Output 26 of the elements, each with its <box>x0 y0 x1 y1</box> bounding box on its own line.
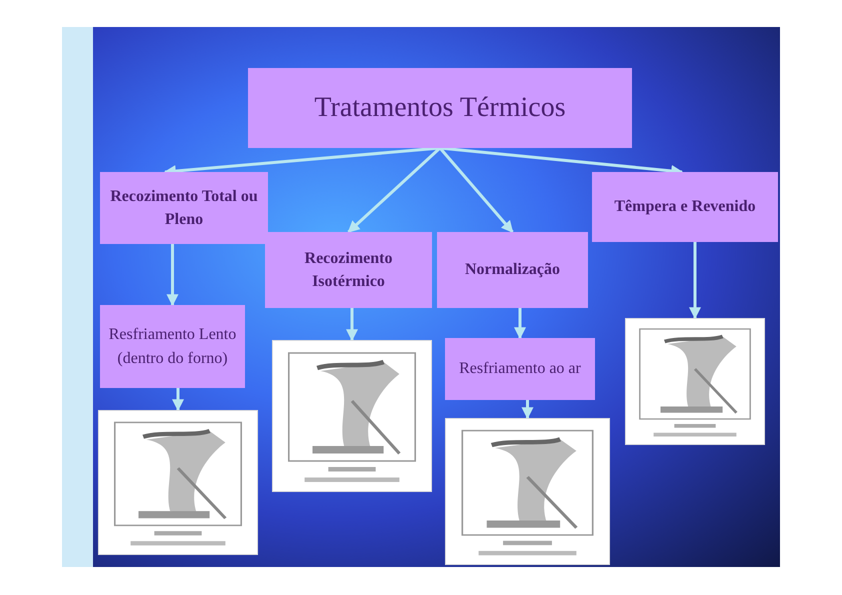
process-box <box>265 232 432 308</box>
arrow <box>689 242 701 320</box>
picture <box>625 318 765 445</box>
heading: Tratamentos Térmicos <box>314 90 566 125</box>
arrow <box>522 400 534 420</box>
box-label: Recozimento Isotérmico <box>304 248 394 292</box>
picture <box>98 410 258 555</box>
arrow <box>172 388 184 412</box>
arrow <box>514 308 526 340</box>
arrow <box>347 146 442 234</box>
arrow <box>346 308 358 342</box>
box-label: Resfriamento Lento (dentro do forno) <box>108 325 238 368</box>
arrow <box>438 147 514 233</box>
picture <box>445 418 610 565</box>
process-box <box>437 232 588 308</box>
box-label: Normalização <box>464 260 560 280</box>
process-box <box>100 172 268 244</box>
process-box <box>445 338 595 400</box>
arrow <box>166 244 178 306</box>
box-label: Resfriamento ao ar <box>459 359 581 380</box>
box-label: Têmpera e Revenido <box>614 197 756 218</box>
box-label: Recozimento Total ou Pleno <box>109 186 259 230</box>
process-box <box>100 305 245 388</box>
picture <box>272 340 432 492</box>
title-box <box>248 68 632 148</box>
process-box <box>592 172 778 242</box>
